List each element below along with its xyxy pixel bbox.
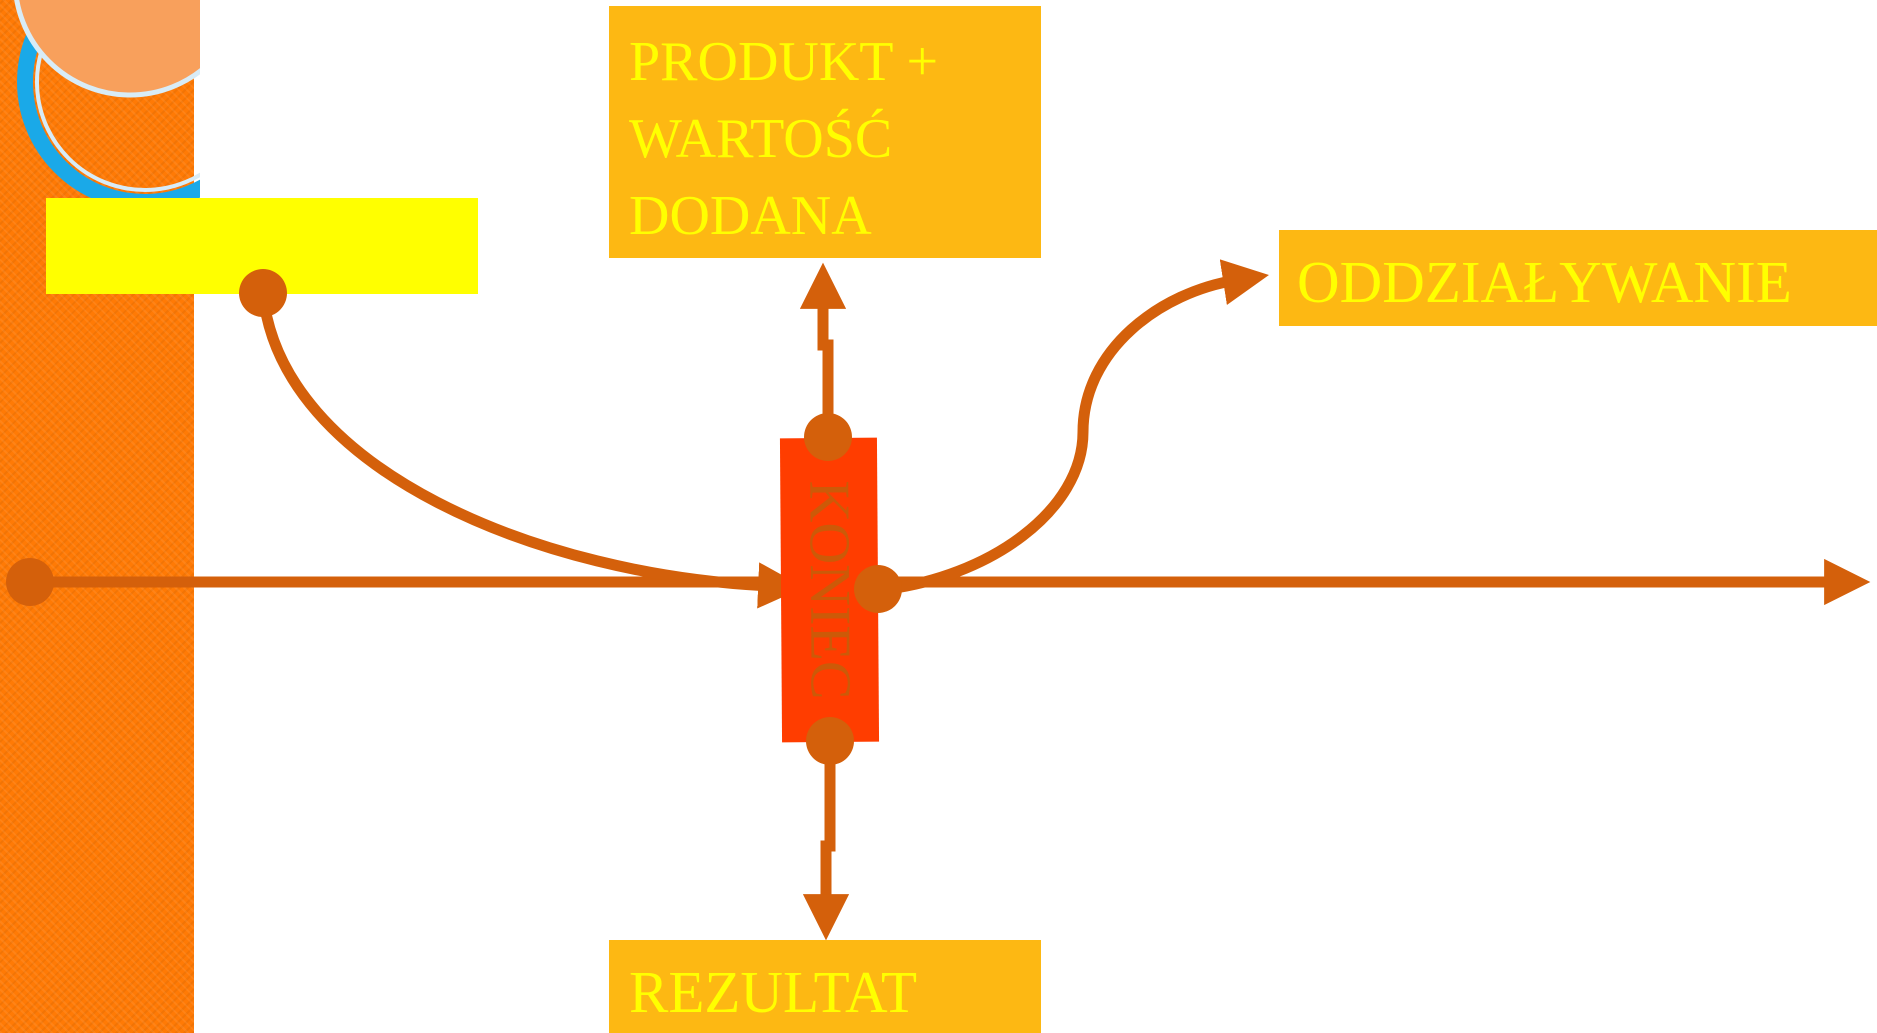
- end-top-dot: [804, 413, 852, 461]
- end-right-dot: [854, 565, 902, 613]
- inner-ring: [35, 0, 200, 192]
- node-product-label: PRODUKT + WARTOŚĆ DODANA: [629, 31, 939, 247]
- node-input-label: NAKŁAD: [68, 213, 318, 279]
- node-impact-label: ODDZIAŁYWANIE: [1297, 249, 1792, 315]
- connector-end-impact: [874, 259, 1269, 596]
- orange-disc: [14, 0, 200, 98]
- node-product: PRODUKT + WARTOŚĆ DODANA: [609, 6, 1041, 258]
- node-result: REZULTAT: [609, 940, 1041, 1033]
- connector-end-product: [799, 262, 847, 443]
- side-band: [0, 0, 194, 1033]
- node-result-label: REZULTAT: [629, 959, 918, 1025]
- timeline-start-dot: [6, 558, 54, 606]
- input-dot: [239, 269, 287, 317]
- connector-input-end: [257, 287, 805, 609]
- end-bottom-dot: [806, 717, 854, 765]
- connector-end-result: [802, 735, 850, 941]
- node-impact: ODDZIAŁYWANIE: [1279, 230, 1877, 326]
